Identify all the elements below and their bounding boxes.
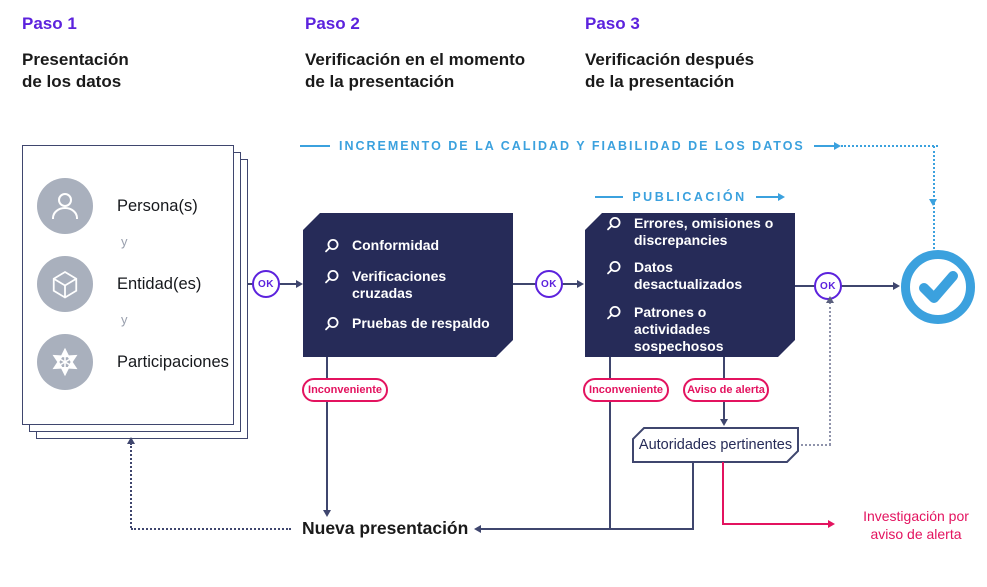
- arrowhead-up-icon: [826, 296, 834, 303]
- banner-dotted-line: [840, 145, 938, 147]
- flow-line-step2-down: [326, 357, 328, 512]
- document-page-front: Persona(s) y Entidad(es) y: [22, 145, 234, 425]
- step3-title: Verificación después de la presentación: [585, 50, 755, 91]
- arrowhead-up-icon: [127, 437, 135, 444]
- step2-title: Verificación en el momento de la present…: [305, 50, 526, 91]
- check-circle: [901, 250, 975, 324]
- dotted-line-authorities-up: [829, 302, 831, 445]
- doc-row-shares: Participaciones: [37, 334, 229, 390]
- step2-label: Paso 2: [305, 14, 360, 33]
- verification-item: Pruebas de respaldo: [323, 315, 499, 333]
- dotted-line-return: [131, 528, 291, 530]
- ok-badge-3: OK: [814, 272, 842, 300]
- alert-line-down: [722, 462, 724, 524]
- verification-item-label: Patrones o actividades sospechosos: [634, 303, 724, 354]
- magnifier-icon: [323, 238, 340, 255]
- verification-item-label: Verificaciones cruzadas: [352, 267, 447, 301]
- verification-box-step3: Errores, omisiones o discrepancies Datos…: [585, 213, 795, 357]
- check-icon: [919, 271, 958, 303]
- arrowhead-down-icon: [323, 510, 331, 517]
- step2-header: Paso 2 Verificación en el momento de la …: [305, 14, 565, 93]
- cube-icon: [37, 256, 93, 312]
- banner-arrow-line: [813, 145, 834, 147]
- verification-item-label: Conformidad: [352, 236, 440, 253]
- pill-inconveniente-step2: Inconveniente: [302, 378, 388, 402]
- flow-line-to-new-submission: [480, 528, 694, 530]
- verification-item-label: Pruebas de respaldo: [352, 315, 490, 332]
- dotted-line-return-up: [130, 443, 132, 528]
- magnifier-icon: [323, 316, 340, 333]
- person-icon: [37, 178, 93, 234]
- publication-label: PUBLICACIÓN: [632, 190, 747, 204]
- banner-arrowhead-icon: [833, 142, 841, 150]
- ok-badge-2: OK: [535, 270, 563, 298]
- shares-icon: [37, 334, 93, 390]
- doc-item-label: Participaciones: [117, 352, 229, 371]
- step1-label: Paso 1: [22, 14, 77, 33]
- new-submission-label: Nueva presentación: [302, 518, 469, 538]
- banner-line: [595, 196, 624, 198]
- verification-item-label: Errores, omisiones o discrepancies: [634, 215, 774, 249]
- step1-title: Presentación de los datos: [22, 50, 129, 91]
- pill-aviso-alerta: Aviso de alerta: [683, 378, 769, 402]
- verification-item: Conformidad: [323, 237, 499, 255]
- investigation-label: Investigación por aviso de alerta: [863, 508, 969, 543]
- separator-y: y: [121, 312, 128, 327]
- verification-item: Datos desactualizados: [605, 259, 781, 293]
- flow-line: [795, 285, 894, 287]
- step3-label: Paso 3: [585, 14, 640, 33]
- arrowhead-right-icon: [577, 280, 584, 288]
- verification-item: Errores, omisiones o discrepancies: [605, 215, 781, 249]
- increment-banner: INCREMENTO DE LA CALIDAD Y FIABILIDAD DE…: [300, 139, 938, 153]
- arrowhead-right-red-icon: [828, 520, 835, 528]
- arrowhead-left-icon: [474, 525, 481, 533]
- flow-line-step3-down: [609, 357, 611, 529]
- verification-item-label: Datos desactualizados: [634, 259, 743, 293]
- verification-item: Verificaciones cruzadas: [323, 268, 499, 302]
- magnifier-icon: [605, 260, 622, 277]
- doc-row-persons: Persona(s): [37, 178, 198, 234]
- step3-header: Paso 3 Verificación después de la presen…: [585, 14, 825, 93]
- doc-item-label: Persona(s): [117, 196, 198, 215]
- arrowhead-right-icon: [296, 280, 303, 288]
- flow-line-authorities-down: [692, 462, 694, 529]
- banner-line: [300, 145, 330, 147]
- increment-label: INCREMENTO DE LA CALIDAD Y FIABILIDAD DE…: [339, 139, 805, 153]
- magnifier-icon: [323, 269, 340, 286]
- publication-banner: PUBLICACIÓN: [585, 190, 795, 204]
- verification-item: Patrones o actividades sospechosos: [605, 304, 781, 355]
- verification-box-step2: Conformidad Verificaciones cruzadas Prue…: [303, 213, 513, 357]
- banner-arrowhead-icon: [777, 193, 785, 201]
- separator-y: y: [121, 234, 128, 249]
- doc-row-entities: Entidad(es): [37, 256, 201, 312]
- arrowhead-down-blue-icon: [929, 199, 937, 206]
- alert-line-right: [722, 523, 829, 525]
- arrowhead-down-icon: [720, 419, 728, 426]
- ok-badge-1: OK: [252, 270, 280, 298]
- dotted-line-authorities: [801, 444, 831, 446]
- magnifier-icon: [605, 216, 622, 233]
- authorities-label: Autoridades pertinentes: [638, 437, 793, 453]
- dotted-line-to-check: [933, 146, 935, 249]
- banner-arrow-line: [755, 196, 778, 198]
- authorities-box: [632, 427, 799, 463]
- pill-inconveniente-step3: Inconveniente: [583, 378, 669, 402]
- magnifier-icon: [605, 305, 622, 322]
- doc-item-label: Entidad(es): [117, 274, 202, 293]
- step1-header: Paso 1 Presentación de los datos: [22, 14, 252, 93]
- arrowhead-right-icon: [893, 282, 900, 290]
